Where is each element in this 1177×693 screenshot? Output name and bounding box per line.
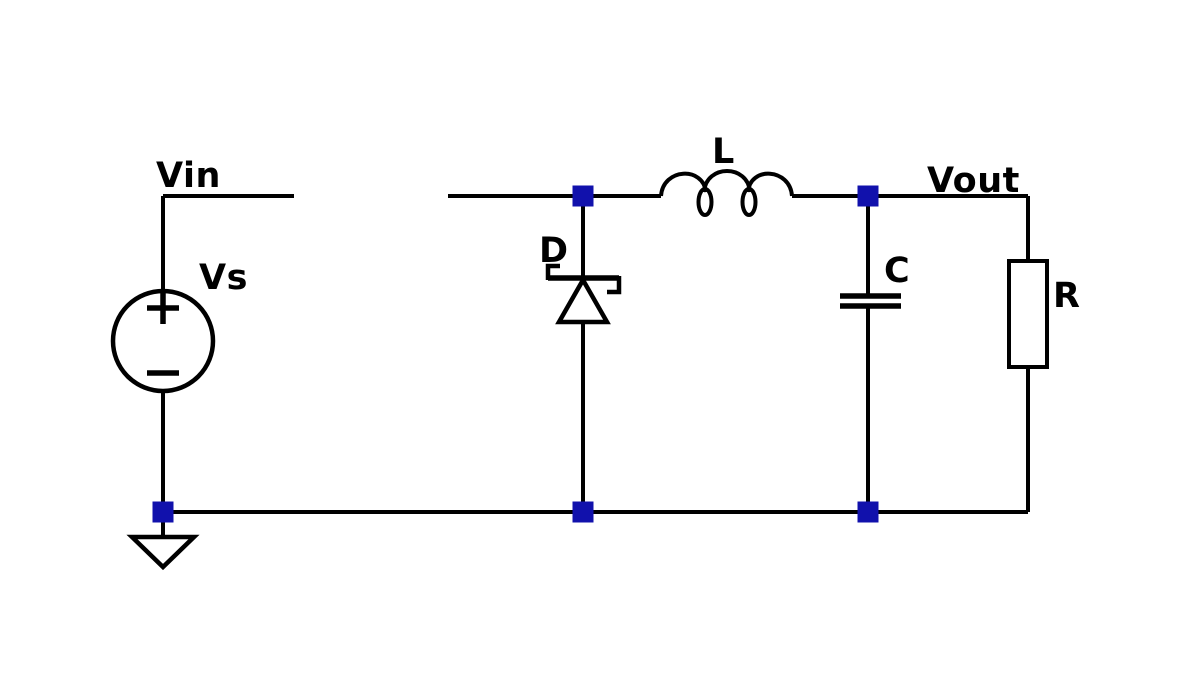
resistor-body (1007, 259, 1049, 369)
junction-node-ground-mid (572, 501, 594, 523)
inductor-loop-1 (696, 187, 714, 217)
wires (161, 194, 1030, 537)
inductor-hump-3 (746, 171, 794, 197)
schottky-hook-left (545, 263, 560, 280)
labels: Vin Vs D L C Vout R (156, 132, 1080, 316)
label-inductor: L (712, 132, 735, 172)
voltage-source (110, 288, 216, 394)
junction-node-switch (572, 185, 594, 207)
capacitor (840, 293, 901, 309)
voltage-source-circle (110, 288, 216, 394)
schottky-hook-right (607, 276, 622, 295)
plus-icon (147, 292, 179, 324)
inductor-hump-2 (702, 169, 752, 193)
junction-node-output (857, 185, 879, 207)
junction-node-ground-right (857, 501, 879, 523)
inductor-coil (659, 169, 794, 217)
junction-nodes (152, 185, 879, 523)
junction-node-ground-left (152, 501, 174, 523)
label-diode: D (539, 231, 569, 271)
label-vs: Vs (199, 258, 248, 298)
label-vin: Vin (156, 156, 221, 196)
label-vout: Vout (927, 161, 1020, 201)
diode-anode-triangle (555, 275, 611, 325)
schottky-diode (545, 263, 622, 325)
inductor-loop-2 (740, 187, 758, 217)
label-capacitor: C (884, 251, 910, 291)
ground-icon (126, 534, 200, 571)
label-resistor: R (1053, 276, 1080, 316)
